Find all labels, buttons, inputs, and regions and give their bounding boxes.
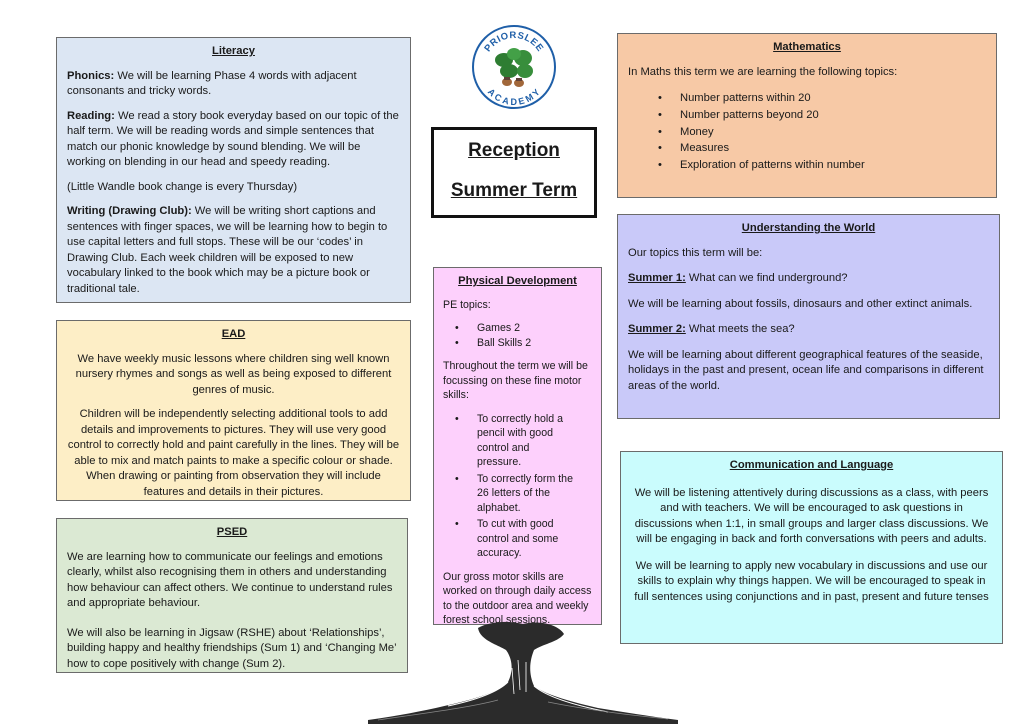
list-item: Money (658, 124, 986, 141)
summer-2-detail: We will be learning about different geog… (628, 348, 984, 392)
list-item: To correctly hold a pencil with good con… (455, 412, 574, 470)
literacy-title: Literacy (212, 45, 255, 57)
psed-title: PSED (216, 526, 248, 538)
psed-paragraph-2: We will also be learning in Jigsaw (RSHE… (67, 626, 397, 670)
list-item: Measures (658, 140, 986, 157)
tree-illustration (368, 621, 678, 724)
communication-paragraph-2: We will be learning to apply new vocabul… (634, 559, 989, 603)
list-item: Number patterns within 20 (658, 90, 986, 107)
summer-1-label: Summer 1: (628, 272, 686, 284)
understanding-the-world-panel: Understanding the World Our topics this … (617, 214, 1000, 419)
physical-title: Physical Development (458, 275, 577, 287)
summer-2-topic: Summer 2: What meets the sea? (628, 322, 989, 338)
physical-development-panel: Physical Development PE topics: Games 2 … (433, 267, 602, 625)
book-change-note: (Little Wandle book change is every Thur… (67, 180, 298, 193)
summer-1-detail: We will be learning about fossils, dinos… (628, 297, 973, 310)
writing-paragraph: Writing (Drawing Club): We will be writi… (67, 204, 400, 297)
summer-1-text: What can we find underground? (685, 272, 848, 284)
pe-topics-label: PE topics: (443, 298, 491, 311)
phonics-paragraph: Phonics: We will be learning Phase 4 wor… (67, 69, 400, 100)
page-title-box: Reception Summer Term (431, 127, 597, 218)
literacy-panel: Literacy Phonics: We will be learning Ph… (56, 37, 411, 303)
fine-motor-intro: Throughout the term we will be focussing… (443, 360, 588, 401)
reading-paragraph: Reading: We read a story book everyday b… (67, 109, 400, 171)
reading-label: Reading: (67, 109, 115, 122)
phonics-label: Phonics: (67, 69, 115, 82)
page-title: Reception (468, 140, 560, 161)
writing-text: We will be writing short captions and se… (67, 205, 388, 295)
list-item: Exploration of patterns within number (658, 157, 986, 174)
list-item: Games 2 (455, 321, 592, 336)
ead-panel: EAD We have weekly music lessons where c… (56, 320, 411, 501)
writing-label: Writing (Drawing Club): (67, 205, 192, 217)
maths-topics-list: Number patterns within 20 Number pattern… (628, 90, 986, 174)
mathematics-panel: Mathematics In Maths this term we are le… (617, 33, 997, 198)
list-item: To correctly form the 26 letters of the … (455, 472, 574, 516)
oak-leaves-icon (495, 48, 533, 87)
page-subtitle: Summer Term (450, 180, 578, 201)
communication-title: Communication and Language (729, 459, 894, 471)
summer-2-label: Summer 2: (628, 323, 686, 335)
maths-title: Mathematics (773, 41, 841, 53)
ead-paragraph-1: We have weekly music lessons where child… (75, 352, 392, 396)
world-intro: Our topics this term will be: (628, 246, 763, 259)
pe-topics-list: Games 2 Ball Skills 2 (443, 321, 592, 350)
reading-text: We read a story book everyday based on o… (67, 109, 399, 169)
list-item: Number patterns beyond 20 (658, 107, 986, 124)
summer-1-topic: Summer 1: What can we find underground? (628, 271, 989, 287)
psed-paragraph-1: We are learning how to communicate our f… (67, 550, 393, 610)
communication-paragraph-1: We will be listening attentively during … (634, 486, 989, 546)
ead-paragraph-2: Children will be independently selecting… (67, 408, 400, 498)
list-item: To cut with good control and some accura… (455, 517, 574, 561)
world-title: Understanding the World (741, 222, 876, 234)
gross-motor-text: Our gross motor skills are worked on thr… (443, 570, 592, 625)
maths-intro: In Maths this term we are learning the f… (628, 65, 898, 78)
list-item: Ball Skills 2 (455, 336, 592, 351)
psed-panel: PSED We are learning how to communicate … (56, 518, 408, 673)
communication-language-panel: Communication and Language We will be li… (620, 451, 1003, 644)
summer-2-text: What meets the sea? (685, 323, 795, 335)
phonics-text: We will be learning Phase 4 words with a… (67, 69, 357, 98)
fine-motor-list: To correctly hold a pencil with good con… (443, 412, 592, 561)
priorslee-academy-logo: PRIORSLEE ACADEMY (472, 25, 556, 109)
ead-title: EAD (221, 328, 246, 340)
